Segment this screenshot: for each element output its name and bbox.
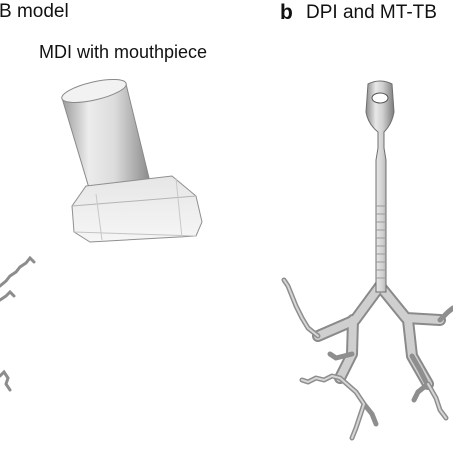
mdi-mouthpiece-label: MDI with mouthpiece [39, 42, 208, 62]
panel-b-letter: b [280, 1, 293, 24]
mt-tb-airway-model [281, 80, 453, 441]
panel-b-title: DPI and MT-TB [306, 2, 437, 23]
mouth-opening [371, 92, 389, 104]
trachea-rings [376, 205, 386, 279]
left-airway-fragment [0, 255, 36, 392]
mdi-mouthpiece-model [61, 79, 203, 243]
trachea [365, 80, 395, 293]
panel-a-title: B model [0, 1, 69, 22]
airway-branches [281, 277, 453, 441]
